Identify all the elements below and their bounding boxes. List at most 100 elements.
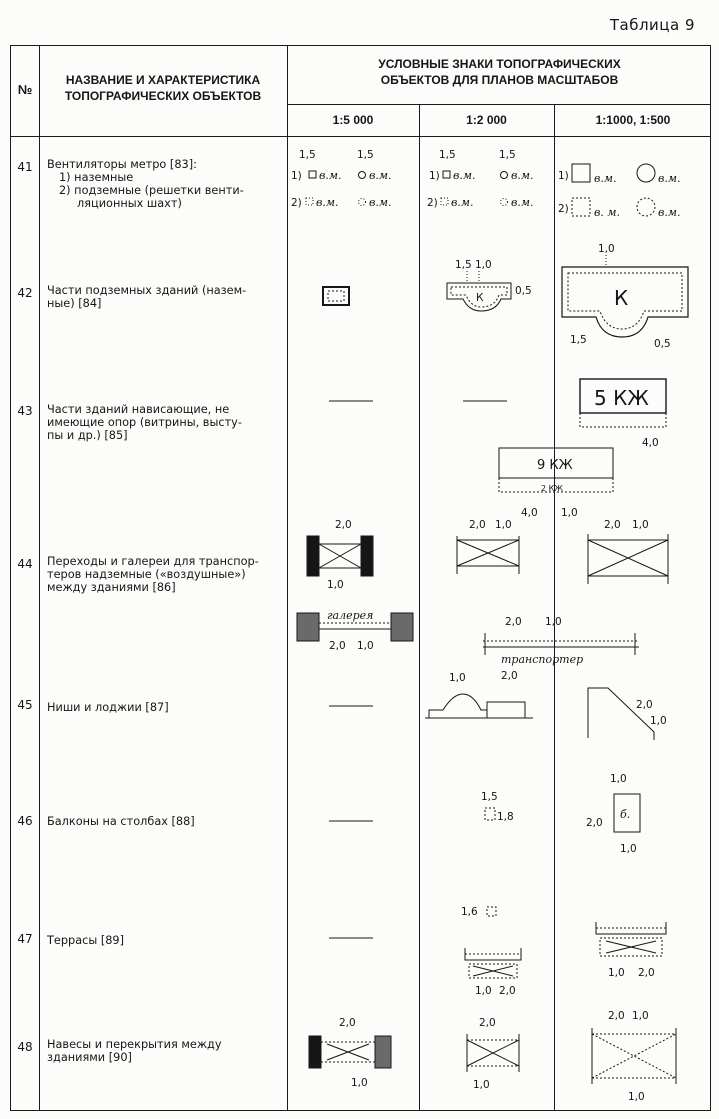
symbol-canopy-2000: 2,0 1,0 [466, 1017, 520, 1091]
symbol-canopy-1000: 2,0 1,0 1,0 [591, 1010, 677, 1103]
dim-label: 2,0 [586, 817, 603, 829]
dim-label: 1,5 [570, 334, 587, 346]
dim-label: 1,0 [610, 773, 627, 785]
dim-label: 2,0 [501, 670, 518, 682]
row-name-line: Части подземных зданий (назем- [47, 284, 247, 297]
table-frame: № НАЗВАНИЕ И ХАРАКТЕРИСТИКА ТОПОГРАФИЧЕС… [10, 45, 711, 1111]
dim-label: 0,5 [654, 338, 671, 350]
dim-label: 2,0 [329, 640, 346, 652]
dim-label: 1,5 [299, 149, 316, 161]
row-name-line: Террасы [89] [47, 934, 125, 947]
row-name-line: 2) подземные (решетки венти- [59, 184, 244, 197]
dim-label: 1,8 [497, 811, 514, 823]
header-name: НАЗВАНИЕ И ХАРАКТЕРИСТИКА ТОПОГРАФИЧЕСКИ… [41, 72, 285, 104]
row-rule-header-bottom [11, 136, 710, 137]
dim-label: 2,0 [339, 1017, 356, 1029]
symbol-canopy-5000: 2,0 1,0 [308, 1017, 392, 1089]
symbol-niche-1000: 2,0 1,0 [587, 687, 667, 740]
vm-label: в. м. [594, 206, 620, 219]
row-num: 41 [17, 160, 33, 174]
kzh5-label: 5 КЖ [594, 386, 649, 410]
item-1-label: 1) [429, 170, 440, 182]
row-name-line: Переходы и галереи для транспор- [47, 555, 259, 568]
item-2-label: 2) [427, 197, 438, 209]
kzh2-label: 2 КЖ [541, 484, 563, 493]
dim-label: 4,0 [521, 507, 538, 519]
dim-label: 1,0 [598, 243, 615, 255]
row-num: 45 [17, 698, 33, 712]
item-2-label: 2) [291, 197, 302, 209]
dim-label: 2,0 [469, 519, 486, 531]
col-rule-name [287, 46, 288, 1110]
dim-label: 1,0 [475, 259, 492, 271]
row-num: 48 [17, 1040, 33, 1054]
symbol-gallery-5000: 2,0 1,0 [306, 519, 374, 591]
dim-label: 2,0 [499, 985, 516, 997]
row-num: 42 [17, 286, 33, 300]
row-rule-signs-header [287, 104, 710, 105]
vm-label: в.м. [369, 169, 392, 182]
row-name-line: пы и др.) [85] [47, 429, 128, 442]
symbol-conveyor-2000-1000: 2,0 1,0 транспортер [483, 616, 639, 666]
dim-label: 1,0 [357, 640, 374, 652]
row-name-line: ляционных шахт) [77, 197, 182, 210]
vm-label: в.м. [511, 196, 534, 209]
symbol-terrace-2000: 1,6 1,0 2,0 [461, 906, 522, 997]
dim-label: 1,0 [351, 1077, 368, 1089]
row-name: Навесы и перекрытия между зданиями [90] [47, 1038, 283, 1064]
symbol-overhang-2000 [463, 400, 507, 402]
row-name: Балконы на столбах [88] [47, 815, 283, 828]
conveyor-label: транспортер [501, 653, 583, 666]
dim-label: 2,0 [335, 519, 352, 531]
dim-label: 2,0 [636, 699, 653, 711]
dim-label: 1,0 [650, 715, 667, 727]
dim-label: 1,5 [455, 259, 472, 271]
symbol-underground-building-5000 [322, 286, 350, 306]
row-name: Переходы и галереи для транспор- теров н… [47, 555, 283, 594]
symbol-gallery-2000: 2,0 1,0 [456, 519, 520, 574]
row-name-line: имеющие опор (витрины, высту- [47, 416, 242, 429]
row-name-line: ные) [84] [47, 297, 102, 310]
dim-label: 1,0 [632, 519, 649, 531]
dim-label: 1,5 [357, 149, 374, 161]
row-name: Части зданий нависающие, не имеющие опор… [47, 403, 283, 442]
dim-label: 1,0 [632, 1010, 649, 1022]
b-label: б. [620, 808, 630, 821]
dim-label: 2,0 [604, 519, 621, 531]
symbol-terrace-5000 [329, 937, 373, 939]
header-scale-1000-500: 1:1000, 1:500 [595, 113, 671, 127]
symbol-underground-building-2000: 1,5 1,0 К 0,5 [446, 259, 532, 312]
col-rule-num [39, 46, 40, 1110]
dim-label: 1,0 [475, 985, 492, 997]
row-name: Ниши и лоджии [87] [47, 701, 283, 714]
item-2-label: 2) [558, 203, 569, 215]
row-name-line: Ниши и лоджии [87] [47, 701, 169, 714]
header-signs-line: УСЛОВНЫЕ ЗНАКИ ТОПОГРАФИЧЕСКИХ [378, 57, 621, 71]
vm-label: в.м. [594, 172, 617, 185]
row-name: Вентиляторы метро [83]: 1) наземные 2) п… [47, 158, 283, 210]
symbol-niche-2000: 1,0 2,0 [425, 670, 533, 719]
page-label: Таблица 9 [609, 16, 695, 34]
row-name: Террасы [89] [47, 934, 283, 947]
vm-label: в.м. [451, 196, 474, 209]
header-signs: УСЛОВНЫЕ ЗНАКИ ТОПОГРАФИЧЕСКИХ ОБЪЕКТОВ … [289, 56, 710, 88]
header-scale-2000: 1:2 000 [466, 113, 507, 127]
dim-label: 1,0 [327, 579, 344, 591]
vm-label: в.м. [453, 169, 476, 182]
row-name-line: зданиями [90] [47, 1051, 132, 1064]
vm-label: в.м. [658, 172, 681, 185]
symbol-balcony-5000 [329, 820, 373, 822]
dim-label: 2,0 [505, 616, 522, 628]
symbol-overhang-2000-1000: 9 КЖ 2 КЖ 4,0 1,0 [498, 447, 614, 519]
vm-label: в.м. [658, 206, 681, 219]
header-name-line: ТОПОГРАФИЧЕСКИХ ОБЪЕКТОВ [64, 89, 262, 103]
dim-label: 4,0 [642, 437, 659, 449]
header-num: № [17, 82, 33, 97]
dim-label: 1,0 [473, 1079, 490, 1091]
dim-label: 1,0 [620, 843, 637, 855]
dim-label: 1,0 [545, 616, 562, 628]
dim-label: 1,0 [449, 672, 466, 684]
row-name-line: Навесы и перекрытия между [47, 1038, 222, 1051]
row-name-line: Части зданий нависающие, не [47, 403, 230, 416]
k-label: К [476, 292, 484, 304]
